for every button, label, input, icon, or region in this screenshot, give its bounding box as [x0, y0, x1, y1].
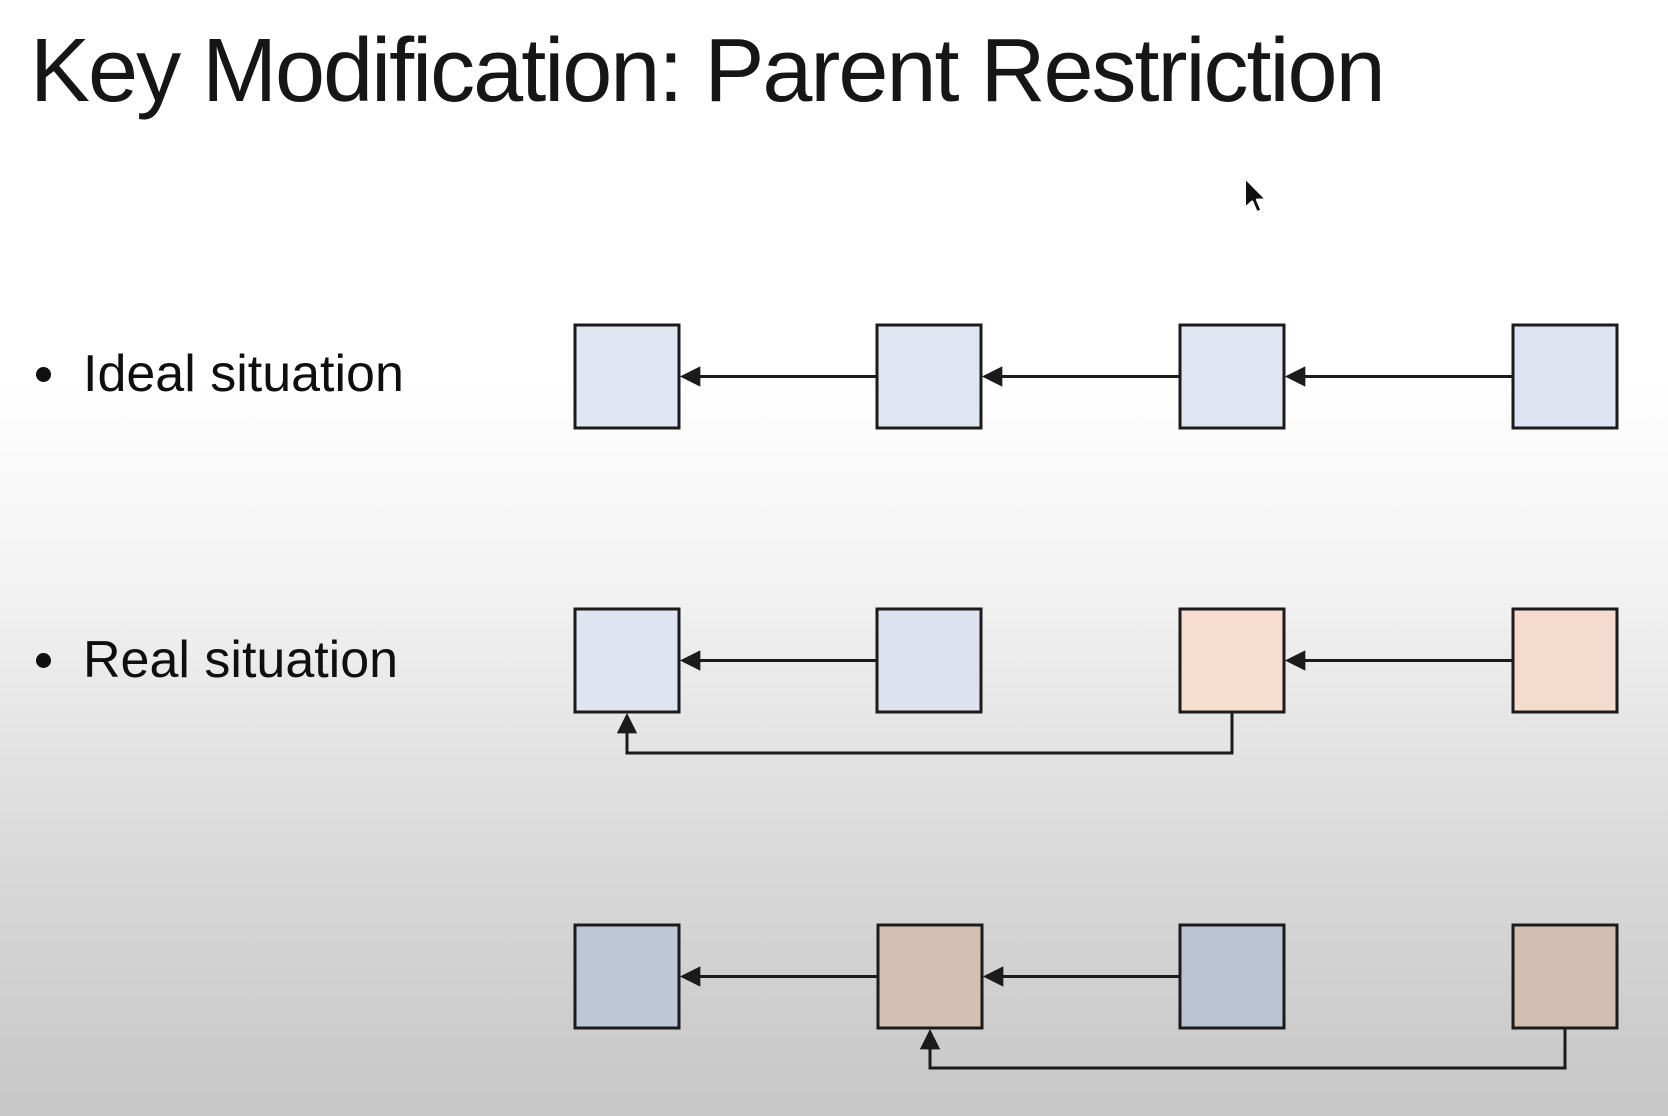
node-ideal-4	[1511, 323, 1619, 430]
node-real-top-2	[875, 607, 983, 714]
bullet-dot	[36, 366, 51, 382]
bullet-label: Real situation	[83, 631, 399, 689]
bent-arrow-real-bottom-1	[919, 1028, 1567, 1070]
node-ideal-1	[573, 323, 681, 430]
node-real-top-4	[1511, 607, 1619, 714]
node-real-bottom-3	[1178, 923, 1286, 1030]
bullet-ideal-situation: Ideal situation	[36, 344, 404, 404]
bullet-label: Ideal situation	[83, 345, 404, 403]
bent-arrow-real-top-1	[616, 712, 1234, 755]
slide-title: Key Modification: Parent Restriction	[30, 21, 1386, 121]
node-real-bottom-1	[573, 923, 681, 1030]
node-real-top-1	[573, 607, 681, 714]
node-ideal-3	[1178, 323, 1286, 430]
node-ideal-2	[875, 323, 983, 430]
bullet-dot	[36, 652, 51, 668]
node-real-top-3	[1178, 607, 1286, 714]
mouse-cursor-icon	[1243, 177, 1270, 217]
bullet-real-situation: Real situation	[36, 630, 398, 690]
node-real-bottom-2	[876, 923, 984, 1030]
node-real-bottom-4	[1511, 923, 1619, 1030]
